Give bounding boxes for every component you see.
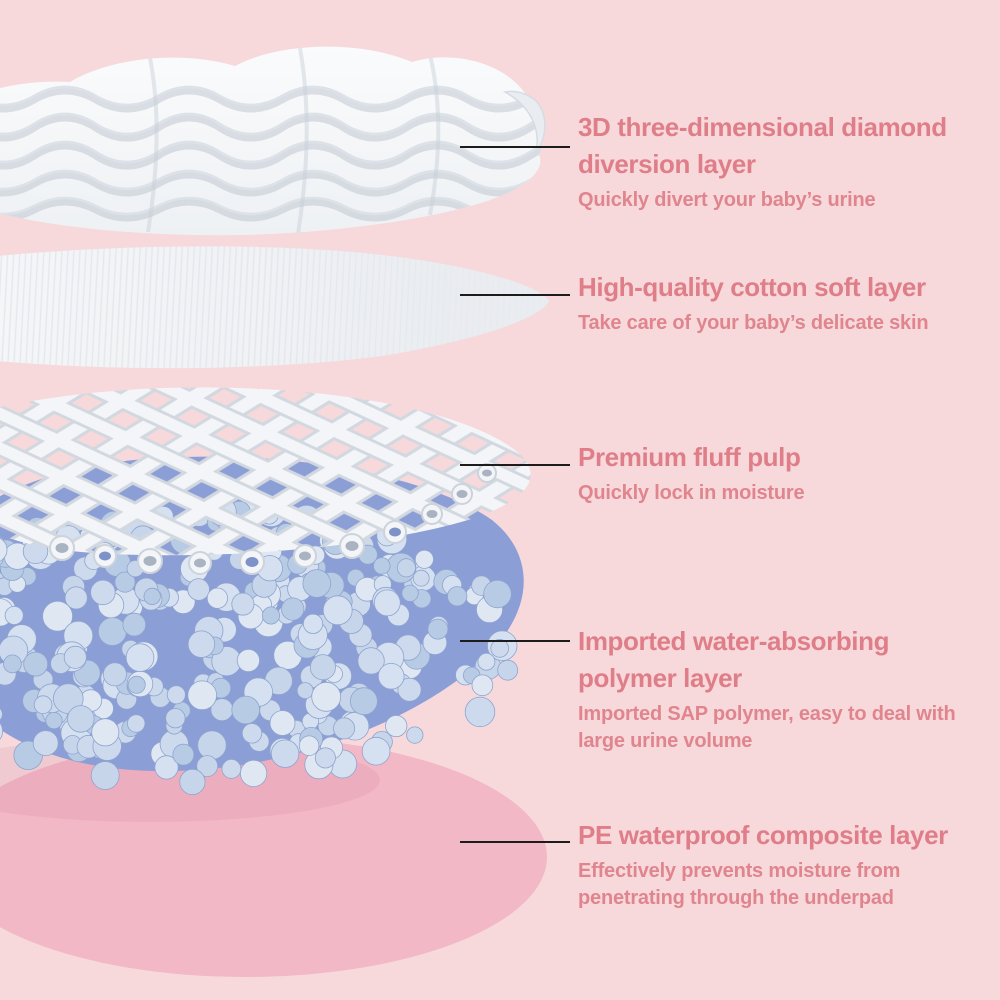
label-subtitle: Quickly divert your baby’s urine	[578, 189, 876, 211]
pe-waterproof-layer-graphic	[0, 737, 547, 977]
label-title: Imported water-absorbing polymer layer	[578, 626, 890, 693]
label-fluff-pulp-layer: Premium fluff pulp Quickly lock in moist…	[578, 439, 990, 507]
label-title: Premium fluff pulp	[578, 442, 801, 472]
label-sap-polymer-layer: Imported water-absorbing polymer layer I…	[578, 623, 990, 755]
fluff-tube-ends	[49, 463, 497, 575]
label-cotton-soft-layer: High-quality cotton soft layer Take care…	[578, 269, 990, 337]
leader-lines	[460, 146, 570, 843]
label-title: High-quality cotton soft layer	[578, 272, 926, 302]
label-title: PE waterproof composite layer	[578, 820, 948, 850]
label-subtitle: Take care of your baby’s delicate skin	[578, 312, 929, 334]
label-pe-waterproof-layer: PE waterproof composite layer Effectivel…	[578, 817, 990, 912]
diamond-diversion-layer-graphic	[0, 46, 546, 236]
label-subtitle: Imported SAP polymer, easy to deal with …	[578, 703, 956, 752]
cotton-soft-layer-graphic	[0, 246, 549, 369]
label-title: 3D three-dimensional diamond diversion l…	[578, 112, 947, 179]
label-diamond-diversion-layer: 3D three-dimensional diamond diversion l…	[578, 109, 990, 214]
label-subtitle: Effectively prevents moisture from penet…	[578, 860, 901, 909]
label-subtitle: Quickly lock in moisture	[578, 482, 805, 504]
